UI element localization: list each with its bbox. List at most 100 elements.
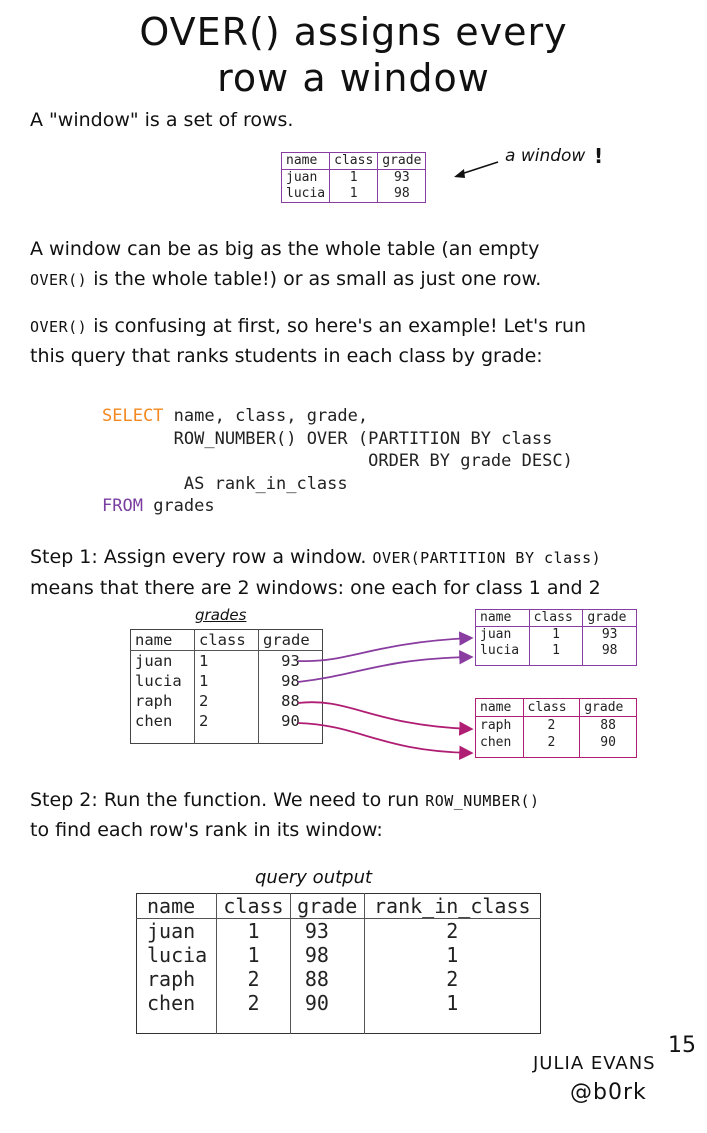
table-row: chen 2 90 <box>476 734 637 751</box>
table-row: lucia 1 98 <box>476 643 637 659</box>
table-cell: chen <box>480 735 512 750</box>
table-cell: 2 <box>522 716 580 734</box>
table-cell: lucia <box>286 186 326 201</box>
table-cell: raph <box>147 967 196 991</box>
para3-line2: this query that ranks students in each c… <box>30 345 543 367</box>
column-header: grade <box>258 629 323 651</box>
table-cell: 90 <box>289 991 365 1015</box>
table-cell: 93 <box>258 650 323 671</box>
inline-code: OVER() <box>30 318 88 336</box>
para2-line2: OVER() is the whole table!) or as small … <box>30 264 541 295</box>
column-header: class <box>194 629 259 651</box>
table-cell: 2 <box>522 734 580 751</box>
table-cell: juan <box>147 919 196 943</box>
column-header: class <box>522 698 580 717</box>
table-row: juan 1 93 <box>476 626 637 643</box>
arrow-juan <box>297 631 474 663</box>
column-header: class <box>528 609 583 627</box>
table-cell: chen <box>135 712 173 730</box>
table-cell: chen <box>147 991 196 1015</box>
table-row: chen 2 90 <box>131 711 323 731</box>
table-row: lucia 1 98 <box>131 671 323 691</box>
table-cell: lucia <box>135 672 182 690</box>
table-cell: 2 <box>216 991 291 1015</box>
page-title-line2: row a window <box>217 56 490 100</box>
inline-code: OVER() <box>30 271 88 289</box>
table-cell: 2 <box>194 691 259 711</box>
table-cell: 1 <box>363 943 541 967</box>
annotation-arrow-icon <box>454 161 499 178</box>
sql-line: ORDER BY grade DESC) <box>102 451 573 471</box>
table-cell: 90 <box>258 711 323 731</box>
column-header: name <box>130 629 195 651</box>
table-row: lucia 1 98 <box>282 186 426 203</box>
table-cell: 93 <box>377 169 426 186</box>
table-cell: 1 <box>194 671 259 691</box>
page-title-line1: OVER() assigns every <box>139 10 568 54</box>
table-cell: 90 <box>579 734 637 751</box>
step1-line1: Step 1: Assign every row a window. OVER(… <box>30 542 601 573</box>
query-output-table: name class grade rank_in_class juan 1 93… <box>136 893 541 1034</box>
table-cell: 88 <box>258 691 323 711</box>
column-header: name <box>475 609 530 627</box>
sql-line: grades <box>142 496 215 516</box>
table-cell: 1 <box>363 991 541 1015</box>
table-row: raph 2 88 <box>476 716 637 734</box>
step2-line2: to find each row's rank in its window: <box>30 819 383 841</box>
para3-line1-text: is confusing at first, so here's an exam… <box>87 315 587 337</box>
sql-keyword-select: SELECT <box>102 406 164 426</box>
table-cell: juan <box>286 170 318 185</box>
table-row: raph 2 88 <box>131 691 323 711</box>
table-cell: 1 <box>329 186 378 203</box>
table-row: chen 2 90 1 <box>137 991 541 1015</box>
inline-code: OVER(PARTITION BY class) <box>372 549 602 567</box>
table-row: juan 1 93 <box>131 650 323 671</box>
page-number: 15 <box>668 1033 696 1058</box>
table-cell: juan <box>480 627 512 642</box>
table-row: raph 2 88 2 <box>137 967 541 991</box>
table-cell: 98 <box>289 943 365 967</box>
table-cell: 93 <box>289 918 365 943</box>
column-header: class <box>329 152 378 170</box>
inline-code: ROW_NUMBER() <box>425 792 540 810</box>
table-cell: 1 <box>528 626 583 643</box>
arrow-raph <box>297 701 474 736</box>
table-cell: juan <box>135 652 173 670</box>
author-name: JULIA EVANS <box>533 1053 656 1074</box>
table-cell: lucia <box>480 643 520 658</box>
table-cell: 2 <box>216 967 291 991</box>
table-cell: 98 <box>258 671 323 691</box>
table-row: juan 1 93 2 <box>137 918 541 943</box>
table-header-row: name class grade <box>475 698 637 717</box>
intro-text: A "window" is a set of rows. <box>30 109 294 131</box>
column-header: name <box>281 152 330 170</box>
window2-table: name class grade raph 2 88 chen 2 90 <box>475 698 637 758</box>
para2-line1: A window can be as big as the whole tabl… <box>30 238 540 260</box>
step1-line2: means that there are 2 windows: one each… <box>30 577 601 599</box>
sql-line: ROW_NUMBER() OVER (PARTITION BY class <box>102 428 553 449</box>
table-cell: lucia <box>147 943 208 967</box>
sql-query: SELECT name, class, grade, ROW_NUMBER() … <box>102 405 573 518</box>
window-annotation-exclaim: ! <box>594 144 604 168</box>
table-header-row: name class grade <box>281 152 426 170</box>
column-header: grade <box>579 698 637 717</box>
table-cell: 1 <box>216 918 291 943</box>
step2-line1: Step 2: Run the function. We need to run… <box>30 785 540 816</box>
author-handle: @b0rk <box>570 1080 647 1105</box>
window-example-table: name class grade juan 1 93 lucia 1 98 <box>281 152 427 203</box>
sql-line: AS rank_in_class <box>102 473 348 494</box>
sql-keyword-from: FROM <box>102 496 143 516</box>
table-row: juan 1 93 <box>282 169 426 186</box>
table-cell: 2 <box>194 711 259 731</box>
table-cell: 88 <box>289 967 365 991</box>
table-cell: 98 <box>377 186 426 203</box>
table-cell: 88 <box>579 716 637 734</box>
window-annotation-label: a window <box>505 146 586 166</box>
column-header: grade <box>582 609 637 627</box>
table-cell: raph <box>480 718 512 733</box>
sql-line: name, class, grade, <box>163 406 369 426</box>
table-cell: 98 <box>582 643 637 659</box>
table-cell: 2 <box>363 918 541 943</box>
table-cell: 93 <box>582 626 637 643</box>
grades-table-label: grades <box>195 606 247 624</box>
